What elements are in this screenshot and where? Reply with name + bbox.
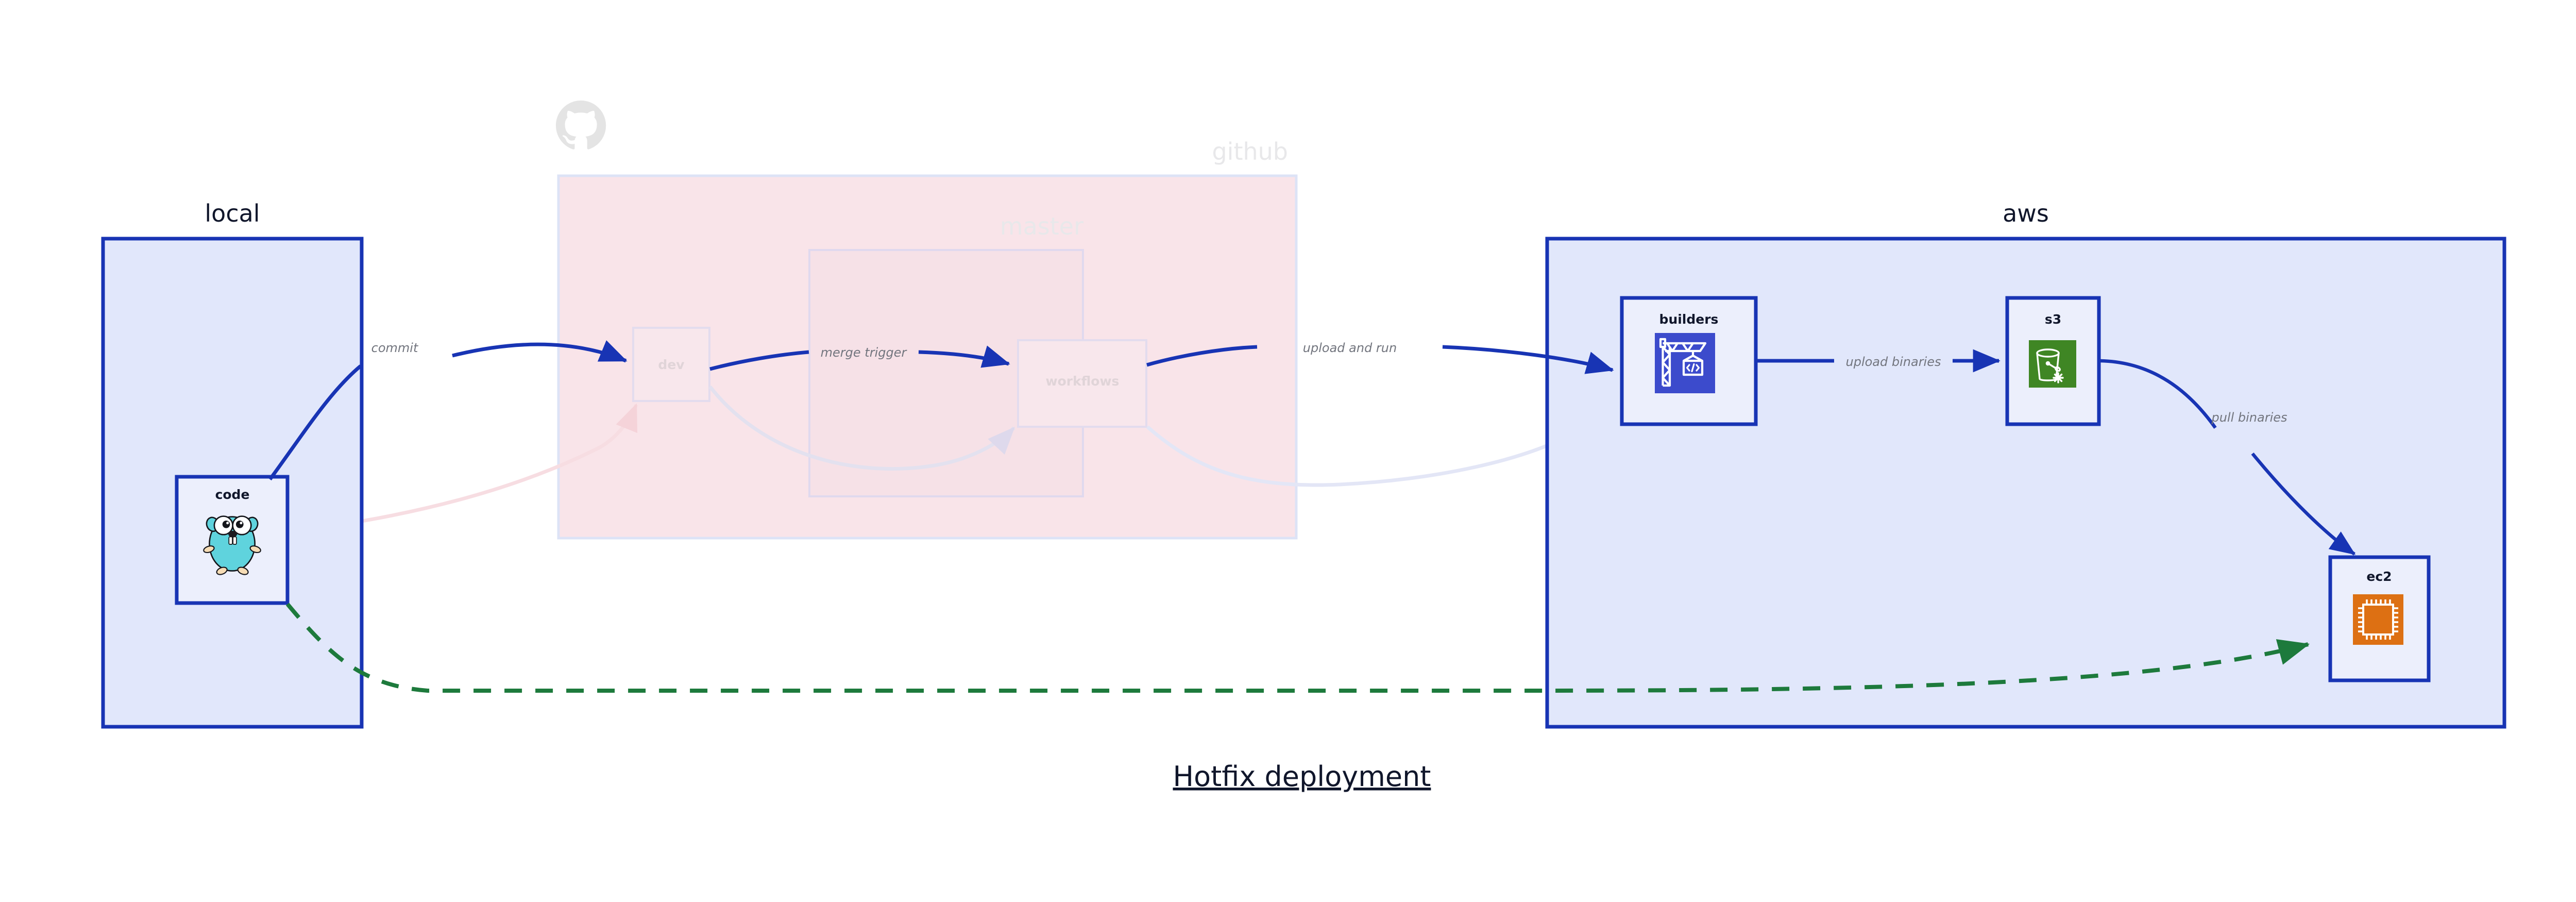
cluster-github[interactable]: github master dev work: [556, 77, 1298, 540]
subcluster-master[interactable]: [809, 77, 894, 153]
cluster-github-label: github: [1212, 138, 1288, 165]
node-workflows[interactable]: workflows: [1017, 339, 1147, 428]
node-dev-box: [632, 327, 710, 402]
node-dev-label: dev: [658, 357, 684, 372]
edge-commit-tail: [268, 364, 362, 481]
active-edges-layer: commit merge trigger upload and run uplo…: [268, 340, 2356, 693]
edge-label-commit: commit: [371, 341, 419, 355]
edge-label-upload-and-run: upload and run: [1303, 341, 1397, 355]
node-builders-label: builders: [1659, 312, 1719, 327]
edge-label-upload-binaries: upload binaries: [1846, 355, 1941, 369]
cluster-local-label: local: [205, 199, 260, 227]
edge-commit-head: [452, 340, 628, 363]
node-ec2-label: ec2: [2366, 569, 2392, 584]
edge-label-merge-trigger: merge trigger: [821, 345, 908, 360]
edge-faded-dev-workflows: [708, 385, 1015, 471]
edge-pull-binaries-head: [2251, 452, 2356, 556]
subcluster-master-group[interactable]: [809, 77, 810, 78]
ec2-chip-icon: [2353, 594, 2403, 645]
node-s3-label: s3: [2045, 312, 2061, 327]
node-s3[interactable]: s3: [2005, 296, 2101, 426]
edge-label-pull-binaries: pull binaries: [2211, 410, 2287, 425]
edge-merge-trigger-head: [918, 345, 1010, 368]
edge-pull-binaries-tail: [2099, 359, 2217, 429]
s3-bucket-icon: [2029, 340, 2076, 388]
node-workflows-box: [1017, 339, 1147, 428]
cluster-local[interactable]: local code: [32, 74, 364, 729]
go-gopher-icon: [203, 515, 261, 575]
edge-merge-trigger-tail: [709, 350, 809, 371]
edge-upload-run-tail: [1146, 345, 1258, 367]
cluster-aws-label: aws: [2003, 199, 2049, 227]
codebuild-crane-icon: [1655, 333, 1715, 393]
cluster-aws[interactable]: aws builders: [479, 74, 2506, 729]
edge-hotfix-direct: [285, 603, 2310, 693]
node-code-label: code: [215, 487, 250, 502]
node-ec2[interactable]: ec2: [2328, 555, 2431, 682]
page-title: Hotfix deployment: [1173, 760, 1431, 793]
node-workflows-label: workflows: [1046, 374, 1120, 389]
node-dev[interactable]: dev: [632, 327, 710, 402]
node-builders[interactable]: builders: [1620, 296, 1758, 426]
github-octocat-icon: [556, 101, 606, 149]
node-code[interactable]: code: [175, 475, 290, 605]
edge-upload-run-head: [1442, 345, 1614, 374]
subcluster-master-label: master: [1000, 212, 1083, 240]
